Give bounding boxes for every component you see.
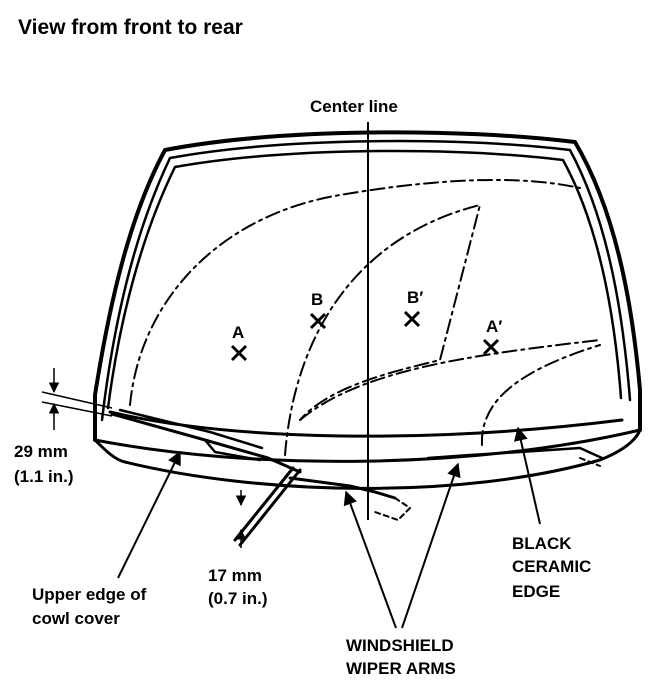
windshield-outer-frame — [93, 130, 642, 442]
wiper-sweep-driver-arc — [129, 178, 581, 406]
wiper-arm-driver — [110, 412, 302, 474]
wiper-arrow-right — [401, 462, 461, 629]
point-a-prime-label: A′ — [486, 317, 502, 336]
cowl-label-line2: cowl cover — [32, 609, 120, 628]
dimension-17mm: 17 mm (0.7 in.) — [208, 490, 268, 608]
point-b-marker: B — [309, 290, 327, 330]
ceramic-label-line3: EDGE — [512, 582, 560, 601]
ceramic-label-line2: CERAMIC — [512, 557, 591, 576]
point-b-prime-marker: B′ — [403, 288, 423, 328]
cowl-cover-top — [93, 428, 642, 463]
point-a-prime-marker: A′ — [482, 317, 502, 356]
dim-17-in: (0.7 in.) — [208, 589, 268, 608]
wiper-arm-passenger — [288, 476, 397, 500]
cowl-label-line1: Upper edge of — [32, 585, 147, 604]
dimension-29mm: 29 mm (1.1 in.) — [14, 368, 113, 486]
wiper-arm-driver-pivot — [233, 466, 302, 547]
ceramic-label-line1: BLACK — [512, 534, 572, 553]
black-ceramic-edge-line — [108, 410, 624, 438]
dim-29-mm: 29 mm — [14, 442, 68, 461]
wiper-sweep-driver-inner — [284, 204, 481, 456]
point-a-label: A — [232, 323, 244, 342]
wiper-arm-passenger-tip — [374, 497, 411, 521]
wiper-blade-driver — [118, 408, 264, 462]
point-b-prime-label: B′ — [407, 288, 423, 307]
point-a-marker: A — [230, 323, 248, 362]
dim-17-mm: 17 mm — [208, 566, 262, 585]
cowl-arrow — [117, 450, 181, 579]
point-b-label: B — [311, 290, 323, 309]
wiper-sweep-passenger-lower — [480, 344, 601, 446]
dim-29-in: (1.1 in.) — [14, 467, 74, 486]
center-line-label: Center line — [310, 97, 398, 116]
wiper-sweep-passenger-arc — [299, 339, 601, 421]
wiper-blade-right — [426, 446, 604, 460]
wiper-blade-right-tip — [579, 457, 601, 467]
windshield-glass-edge — [106, 149, 623, 410]
wiper-label-line2: WIPER ARMS — [346, 659, 456, 678]
windshield-frame-line-2 — [100, 139, 632, 422]
diagram-title: View from front to rear — [18, 16, 243, 39]
wiper-label-line1: WINDSHIELD — [346, 636, 454, 655]
wiper-arrow-left — [343, 490, 397, 629]
ceramic-arrow — [513, 426, 541, 525]
